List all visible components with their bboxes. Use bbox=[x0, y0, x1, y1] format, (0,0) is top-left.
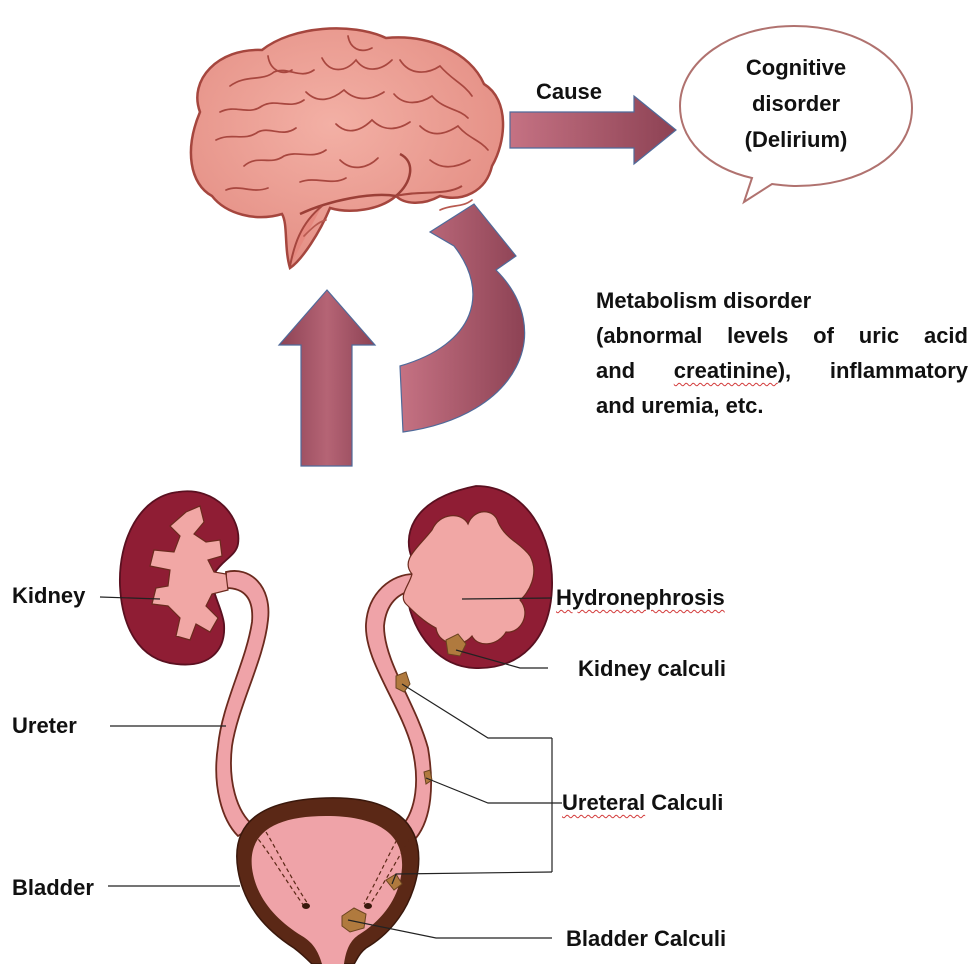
kidney-calculi-label: Kidney calculi bbox=[578, 655, 726, 683]
left-ureter bbox=[216, 571, 268, 836]
bubble-line-2: disorder bbox=[706, 86, 886, 122]
mechanism-line-3: and creatinine), inflammatory bbox=[596, 353, 968, 388]
cause-label: Cause bbox=[536, 78, 602, 106]
creatinine-word: creatinine bbox=[674, 358, 778, 383]
mechanism-line-3-c: ), inflammatory bbox=[778, 358, 968, 383]
bubble-line-3: (Delirium) bbox=[706, 122, 886, 158]
bladder-label: Bladder bbox=[12, 874, 94, 902]
hydronephrosis-label: Hydronephrosis bbox=[556, 584, 725, 612]
calculi-word: Calculi bbox=[651, 790, 723, 815]
mechanism-line-4: and uremia, etc. bbox=[596, 388, 968, 423]
arrow-right-icon bbox=[510, 96, 676, 164]
ureter-label: Ureter bbox=[12, 712, 77, 740]
bubble-text: Cognitive disorder (Delirium) bbox=[706, 50, 886, 158]
ureteral-word: Ureteral bbox=[562, 790, 645, 815]
ureteral-calculi-label: Ureteral Calculi bbox=[562, 789, 723, 817]
curved-arrow-icon bbox=[400, 204, 525, 432]
bladder-lumen bbox=[252, 816, 402, 964]
mechanism-line-2: (abnormal levels of uric acid bbox=[596, 318, 968, 353]
kidney-label: Kidney bbox=[12, 582, 85, 610]
bladder-calculi-label: Bladder Calculi bbox=[566, 925, 726, 953]
arrow-up-icon bbox=[279, 290, 375, 466]
urinary-system bbox=[120, 486, 552, 964]
mechanism-line-1: Metabolism disorder bbox=[596, 283, 968, 318]
mechanism-text: Metabolism disorder (abnormal levels of … bbox=[596, 283, 968, 423]
bubble-line-1: Cognitive bbox=[706, 50, 886, 86]
mechanism-line-3-a: and bbox=[596, 358, 674, 383]
